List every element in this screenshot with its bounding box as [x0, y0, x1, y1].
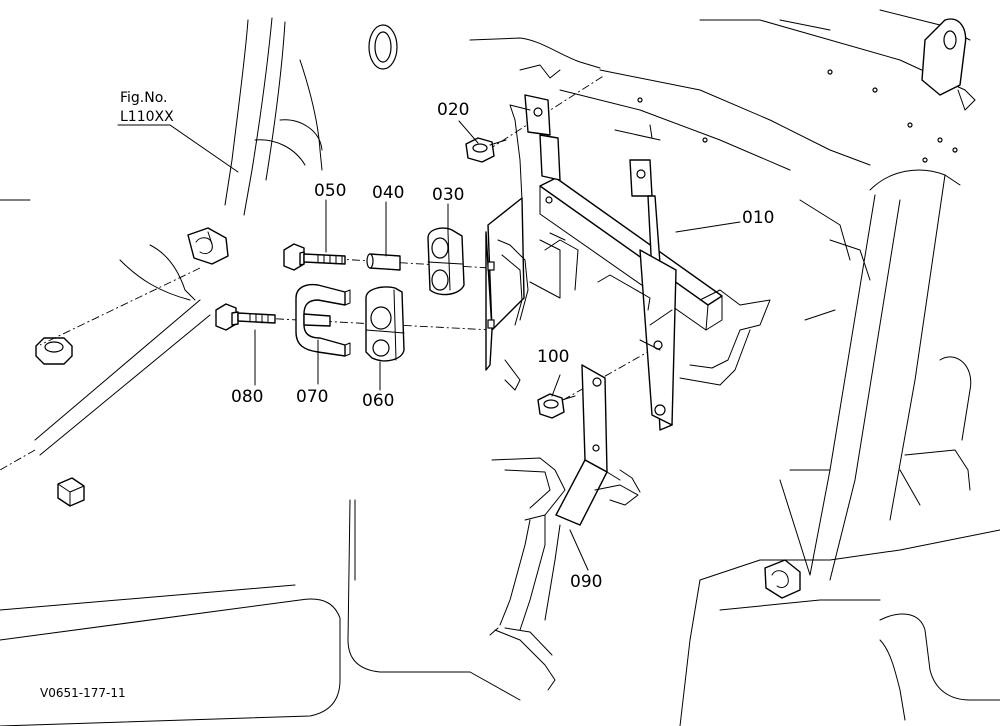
- top-frame-background: [368, 9, 976, 171]
- part-050-bolt: [283, 243, 346, 271]
- part-010-side-plate: [485, 94, 579, 391]
- callout-020: 020: [437, 100, 469, 120]
- part-030-clamp: [427, 227, 465, 296]
- top-right-hinge: [921, 18, 976, 111]
- left-clip-bracket: [187, 227, 229, 265]
- part-010-main-bracket: [539, 159, 771, 431]
- part-060-clamp: [365, 286, 405, 362]
- callout-leaders: [117, 120, 741, 571]
- callout-100: 100: [537, 347, 569, 367]
- callout-060: 060: [362, 391, 394, 411]
- callout-050: 050: [314, 181, 346, 201]
- callout-070: 070: [296, 387, 328, 407]
- left-nut: [35, 337, 73, 365]
- callout-080: 080: [231, 387, 263, 407]
- callout-040: 040: [372, 183, 404, 203]
- part-040-sleeve: [366, 253, 401, 271]
- part-080-bolt: [215, 303, 276, 331]
- figure-ref-line1: Fig.No.: [120, 90, 168, 106]
- callout-010: 010: [742, 208, 774, 228]
- bottom-right-clip: [764, 559, 801, 599]
- left-frame-background: [0, 17, 521, 726]
- callout-090: 090: [570, 572, 602, 592]
- drawing-code: V0651-177-11: [40, 686, 126, 700]
- callout-030: 030: [432, 185, 464, 205]
- figure-ref-line2: L110XX: [120, 109, 174, 125]
- square-nut: [57, 477, 85, 507]
- right-pillar: [679, 169, 1000, 726]
- part-100-bolt: [537, 393, 576, 419]
- part-020-bolt: [465, 137, 507, 163]
- part-090-lower-bracket: [489, 364, 641, 691]
- part-070-u-clip: [295, 283, 351, 357]
